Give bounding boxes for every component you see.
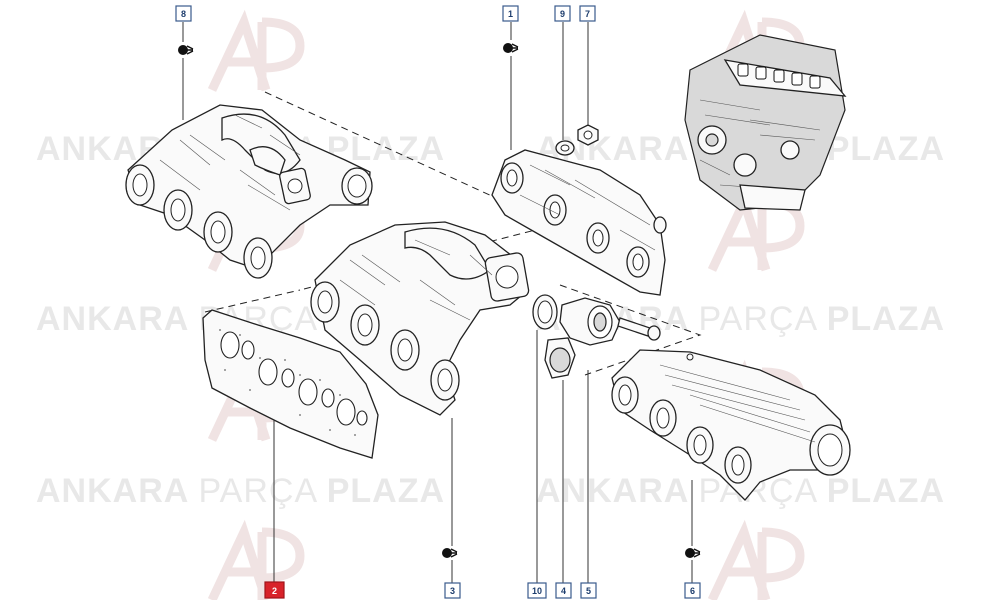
svg-text:ANKARA PARÇA PLAZA: ANKARA PARÇA PLAZA (36, 472, 445, 510)
callout-label: 2 (272, 586, 277, 596)
clip-icon (503, 43, 519, 53)
right-top-manifold (491, 149, 667, 296)
clip-icon (685, 548, 701, 558)
callout-label: 5 (586, 586, 591, 596)
callout-3[interactable]: 3 (444, 582, 461, 599)
callout-10[interactable]: 10 (527, 582, 547, 599)
callout-label: 7 (585, 9, 590, 19)
clip-icon (178, 45, 194, 55)
callout-label: 3 (450, 586, 455, 596)
callout-7[interactable]: 7 (579, 5, 596, 22)
fastener-symbols (178, 43, 701, 558)
lower-right-manifold (611, 349, 851, 501)
upper-intake-manifold (125, 104, 373, 279)
middle-intake-manifold (310, 221, 530, 416)
manifold-gasket (202, 309, 379, 459)
o-ring-part (532, 294, 558, 330)
bolt-part (617, 317, 661, 341)
callout-9[interactable]: 9 (554, 5, 571, 22)
callout-label: 9 (560, 9, 565, 19)
callout-label: 1 (508, 9, 513, 19)
callout-8[interactable]: 8 (175, 5, 192, 22)
callout-label: 8 (181, 9, 186, 19)
callout-1[interactable]: 1 (502, 5, 519, 22)
washer-part (555, 140, 575, 156)
callout-5[interactable]: 5 (580, 582, 597, 599)
callout-2[interactable]: 2 (264, 581, 285, 599)
clip-icon (442, 548, 458, 558)
nut-part (577, 124, 599, 146)
callout-6[interactable]: 6 (684, 582, 701, 599)
throttle-body-part (544, 297, 621, 379)
callout-label: 4 (561, 586, 566, 596)
callout-label: 10 (532, 586, 542, 596)
leader-lines (182, 22, 693, 583)
callout-4[interactable]: 4 (555, 582, 572, 599)
engine-thumbnail (684, 34, 847, 211)
callout-label: 6 (690, 586, 695, 596)
